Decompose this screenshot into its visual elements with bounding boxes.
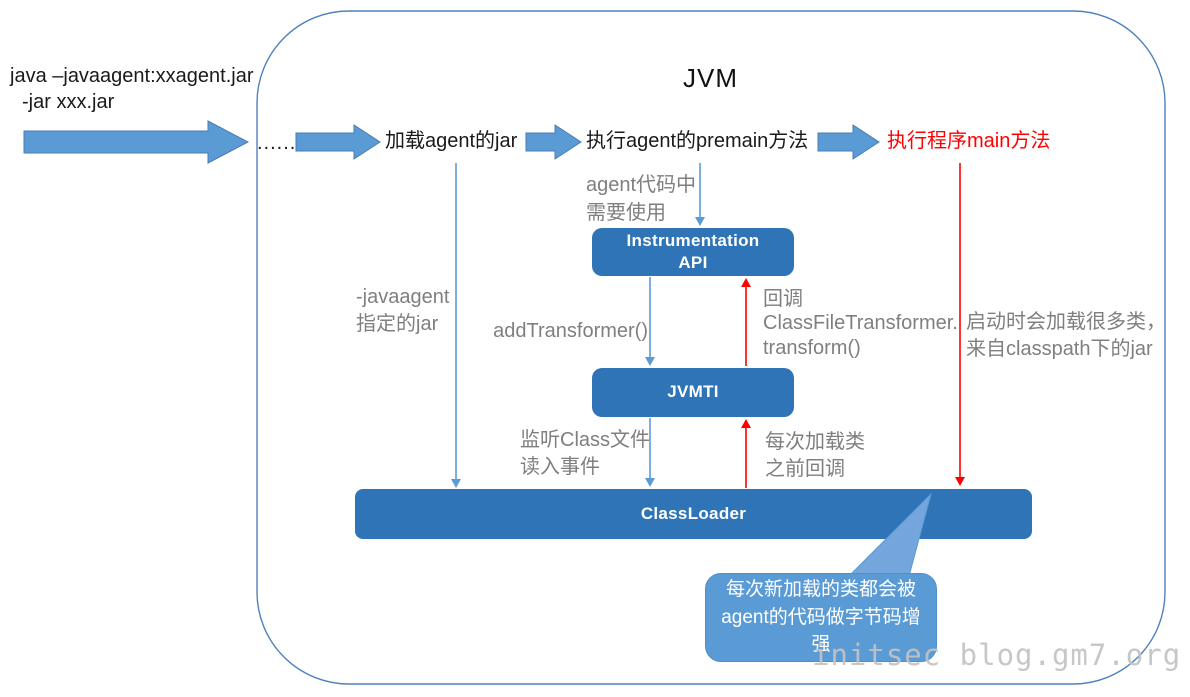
node-jvmti: JVMTI bbox=[592, 368, 794, 417]
flow-arrow-2 bbox=[525, 124, 582, 160]
connector-instrapi-jvmti-arrowhead bbox=[645, 357, 655, 366]
flow-step-exec-main: 执行程序main方法 bbox=[887, 130, 1051, 152]
flow-step-exec-premain: 执行agent的premain方法 bbox=[586, 130, 809, 152]
launch-command-line2: -jar xxx.jar bbox=[22, 91, 115, 113]
label-javaagent-specified-jar: -javaagent 指定的jar bbox=[356, 286, 450, 335]
callout-tail bbox=[843, 492, 932, 581]
label-callback-transform: 回调 ClassFileTransformer. transform() bbox=[763, 288, 958, 359]
launch-command-line1: java –javaagent:xxagent.jar bbox=[10, 65, 254, 87]
flow-arrow-1 bbox=[295, 124, 381, 160]
connector-jvmti-classloader-arrowhead bbox=[645, 478, 655, 487]
jvm-boundary bbox=[256, 10, 1166, 685]
flow-ellipsis: ...... bbox=[257, 132, 297, 154]
flow-arrow-3 bbox=[817, 124, 880, 160]
connector-agentjar-classloader-arrowhead bbox=[451, 479, 461, 488]
node-instrumentation-api: Instrumentation API bbox=[592, 228, 794, 276]
launch-arrow bbox=[23, 120, 250, 164]
label-callback-before-load: 每次加载类 之前回调 bbox=[765, 431, 865, 480]
label-listen-class-read: 监听Class文件 读入事件 bbox=[520, 429, 651, 478]
label-add-transformer: addTransformer() bbox=[493, 320, 648, 342]
jvm-title: JVM bbox=[683, 63, 738, 93]
watermark: initsec blog.gm7.org bbox=[812, 638, 1182, 672]
connector-main-classloader-arrowhead bbox=[955, 477, 965, 486]
callback-classloader-jvmti-arrowhead bbox=[741, 419, 751, 428]
callback-jvmti-instrapi-arrowhead bbox=[741, 278, 751, 287]
label-agent-code-needs: agent代码中 需要使用 bbox=[586, 174, 697, 224]
flow-step-load-agent-jar: 加载agent的jar bbox=[385, 130, 518, 152]
label-startup-load-classes: 启动时会加载很多类， 来自classpath下的jar bbox=[966, 311, 1166, 360]
connector-premain-instrapi-arrowhead bbox=[695, 217, 705, 226]
callout-bubble: 每次新加载的类都会被 agent的代码做字节码增 强 bbox=[705, 573, 937, 662]
